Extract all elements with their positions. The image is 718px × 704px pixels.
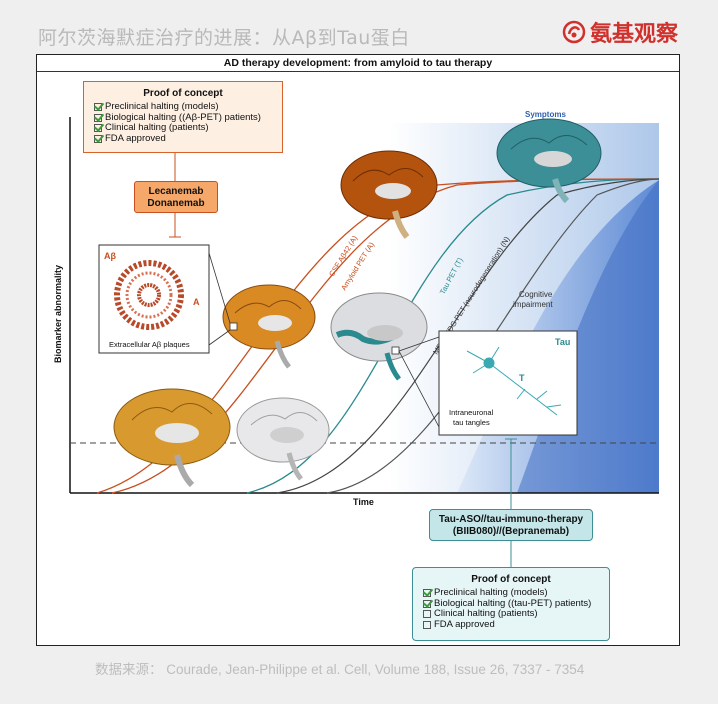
proof-tau-item-label: Preclinical halting (models) <box>434 587 548 598</box>
checkbox-empty-icon <box>423 620 431 629</box>
proof-amyloid-item-label: FDA approved <box>105 132 166 144</box>
brand-mark-icon <box>562 20 586 44</box>
brand-name: 氨基观察 <box>589 22 678 47</box>
amyloid-drugs-pill: Lecanemab Donanemab <box>134 181 218 213</box>
amyloid-drug-2: Donanemab <box>147 198 205 209</box>
tau-inset: Tau T Intraneuronal tau tangles <box>398 330 578 436</box>
neuron-icon <box>466 346 562 416</box>
figure-panel: AD therapy development: from amyloid to … <box>36 54 680 646</box>
proof-tau-box: Proof of concept Preclinical halting (mo… <box>412 567 610 641</box>
plaque-icon <box>114 260 184 330</box>
source-caption: 数据来源： Courade, Jean-Philippe et al. Cell… <box>95 662 585 677</box>
y-axis-label: Biomarker abnormality <box>53 265 63 363</box>
tau-inset-tag: Tau <box>555 337 570 347</box>
tau-inset-caption-2: tau tangles <box>453 418 490 427</box>
symptoms-label: Symptoms <box>525 110 566 119</box>
proof-tau-item-label: FDA approved <box>434 618 495 630</box>
tau-inset-caption-1: Intraneuronal <box>449 408 494 417</box>
brain-mid-amyloid-icon <box>222 284 316 369</box>
proof-tau-item: FDA approved <box>423 618 599 631</box>
proof-amyloid-item-label: Preclinical halting (models) <box>105 101 219 112</box>
cognitive-label-1: Cognitive <box>519 290 553 299</box>
proof-amyloid-box: Proof of concept Preclinical halting (mo… <box>83 81 283 153</box>
checkbox-checked-icon <box>94 103 102 112</box>
proof-amyloid-item-label: Clinical halting (patients) <box>105 122 209 133</box>
abeta-inset-caption: Extracellular Aβ plaques <box>109 340 190 349</box>
figure-title: AD therapy development: from amyloid to … <box>37 55 679 72</box>
proof-amyloid-title: Proof of concept <box>143 88 223 99</box>
tau-inset-letter: T <box>519 373 525 383</box>
cognitive-label-2: impairment <box>513 300 553 309</box>
tau-drugs-pill: Tau-ASO//tau-immuno-therapy (BIIB080)//(… <box>429 509 593 541</box>
abeta-inset: Aβ A Extracellular Aβ plaques <box>98 244 231 354</box>
proof-tau-title: Proof of concept <box>471 574 551 585</box>
proof-tau-item: Biological halting ((tau-PET) patients) <box>423 597 599 610</box>
checkbox-empty-icon <box>423 610 431 619</box>
checkbox-checked-icon <box>94 124 102 133</box>
abeta-inset-tag: Aβ <box>104 251 116 261</box>
amyloid-drug-1: Lecanemab <box>148 186 204 197</box>
brain-late-tau-icon <box>496 118 602 204</box>
header-title: 阿尔茨海默症治疗的进展：从Aβ到Tau蛋白 <box>38 27 410 49</box>
proof-tau-item: Preclinical halting (models) <box>423 587 599 599</box>
proof-amyloid-item: Clinical halting (patients) <box>94 122 272 134</box>
checkbox-checked-icon <box>94 113 102 122</box>
brain-tau-mid-icon <box>330 292 428 381</box>
x-axis-label: Time <box>353 497 374 507</box>
checkbox-checked-icon <box>423 589 431 598</box>
proof-tau-item-label: Clinical halting (patients) <box>434 608 538 619</box>
tau-drug-1: Tau-ASO//tau-immuno-therapy <box>438 514 584 525</box>
proof-amyloid-item: FDA approved <box>94 132 272 145</box>
checkbox-checked-icon <box>423 599 431 608</box>
proof-tau-item: Clinical halting (patients) <box>423 608 599 620</box>
abeta-inset-letter: A <box>193 297 200 307</box>
proof-amyloid-item: Preclinical halting (models) <box>94 101 272 113</box>
brain-late-amyloid-icon <box>340 150 438 239</box>
cognitive-curve <box>326 178 660 494</box>
brain-early-amyloid-icon <box>113 388 231 488</box>
brain-early-healthy-icon <box>236 397 330 481</box>
mri-curve <box>276 178 660 494</box>
brand-logo: 氨基观察 <box>562 16 678 48</box>
diagram-canvas: CSF Aβ42 (A) Amyloid PET (A) Tau PET (T)… <box>53 110 660 567</box>
proof-amyloid-item-label: Biological halting ((Aβ-PET) patients) <box>105 111 261 123</box>
proof-tau-item-label: Biological halting ((tau-PET) patients) <box>434 597 592 609</box>
checkbox-checked-icon <box>94 134 102 143</box>
tau-drug-2: (BIIB080)//(Bepranemab) <box>452 526 570 537</box>
